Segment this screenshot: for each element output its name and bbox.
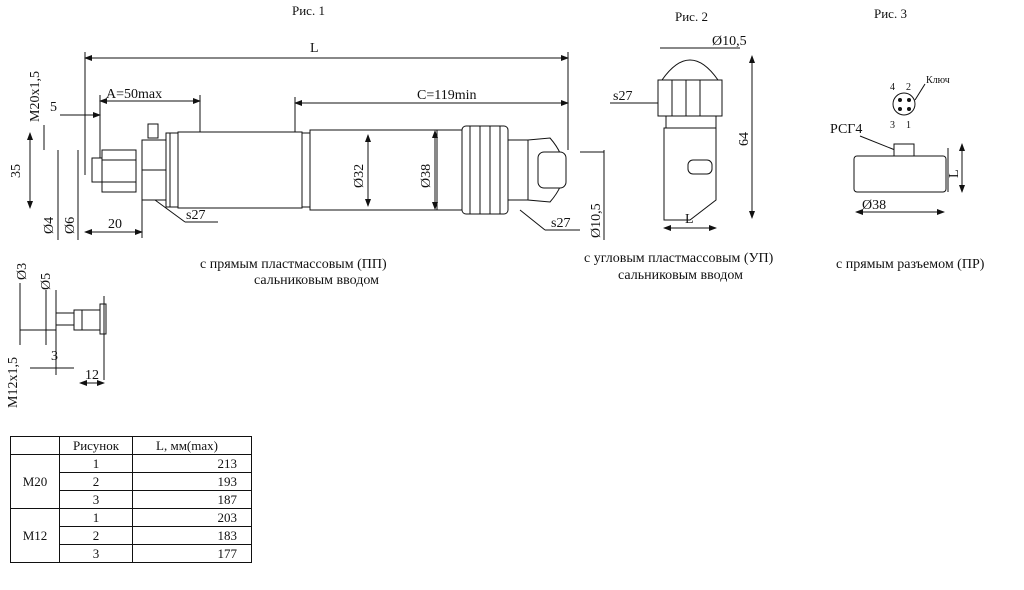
pin2-label: 2 (906, 82, 911, 93)
dim-A-label: A=50max (106, 87, 162, 102)
fig1-caption-1: с прямым пластмассовым (ПП) (200, 257, 387, 272)
dim-d38-label: Ø38 (419, 164, 434, 188)
dim-5-label: 5 (50, 100, 57, 115)
table-cell-length: 177 (132, 544, 252, 563)
m12-thread (73, 309, 101, 331)
cable-gland (461, 125, 509, 215)
table-cell-length: 187 (132, 490, 252, 509)
fig3-L-label: L (947, 169, 962, 178)
fig2-caption-1: с угловым пластмассовым (УП) (584, 251, 774, 266)
dim-d32-label: Ø32 (352, 164, 367, 188)
table-cell-figure: 1 (59, 508, 133, 527)
table-row: M20 1 213 (10, 454, 252, 509)
table-cell-figure: 2 (59, 526, 133, 545)
fig2-caption-2: сальниковым вводом (618, 268, 743, 283)
pin3-label: 3 (890, 120, 895, 131)
m12-12-label: 12 (85, 368, 99, 383)
body-d32 (177, 131, 303, 209)
m12-thread-label: M12x1,5 (6, 357, 21, 408)
table-group-m20: M20 (10, 454, 60, 509)
m12-d3-label: Ø3 (15, 263, 30, 280)
fig3-title: Рис. 3 (874, 6, 907, 21)
table-header-length: L, мм(max) (132, 436, 252, 455)
dim-s27-gland-label: s27 (551, 216, 570, 231)
body-d38 (309, 129, 463, 211)
table-cell-length: 183 (132, 526, 252, 545)
table-cell-length: 203 (132, 508, 252, 527)
dim-m20-label: M20x1,5 (28, 71, 43, 122)
fig2-title: Рис. 2 (675, 9, 708, 24)
dim-20-label: 20 (108, 217, 122, 232)
dim-d4-label: Ø4 (42, 217, 57, 234)
dim-L-label: L (310, 41, 319, 56)
fig3-d38-label: Ø38 (862, 198, 886, 213)
figure-2-drawing: Рис. 2 Ø10,5 s27 64 L с угловым пластмас… (584, 9, 774, 283)
m12-3-label: 3 (51, 349, 58, 364)
fig2-gland (657, 79, 723, 117)
fig1-caption-2: сальниковым вводом (254, 273, 379, 288)
table-cell-figure: 1 (59, 454, 133, 473)
table-header-blank (10, 436, 60, 455)
fig1-title: Рис. 1 (292, 3, 325, 18)
fig2-s27-label: s27 (613, 89, 632, 104)
fig2-64-label: 64 (737, 132, 752, 146)
fig2-housing (663, 127, 717, 221)
table-group-m12: M12 (10, 508, 60, 563)
figure-3-drawing: Рис. 3 4 2 3 1 Ключ РСГ4 L Ø38 с прямым … (830, 6, 985, 272)
m12-d5-label: Ø5 (39, 273, 54, 290)
figure-1-drawing: Рис. 1 L A=50max 5 C=119min M20x1,5 35 Ø… (9, 3, 605, 288)
length-spec-table: Рисунок L, мм(max) M20 1 213 2 193 3 187… (10, 436, 252, 563)
table-row: 3 187 (11, 490, 252, 509)
key-label: Ключ (926, 75, 950, 86)
dim-d6-label: Ø6 (63, 217, 78, 234)
table-cell-length: 193 (132, 472, 252, 491)
pin4-label: 4 (890, 82, 895, 93)
fig3-caption-1: с прямым разъемом (ПР) (836, 257, 985, 272)
fig2-d10-label: Ø10,5 (712, 34, 747, 49)
table-cell-figure: 2 (59, 472, 133, 491)
table-header-figure: Рисунок (59, 436, 133, 455)
fig3-housing (853, 155, 947, 193)
table-cell-length: 213 (132, 454, 252, 473)
m12-detail-drawing: Ø3 Ø5 M12x1,5 3 12 (6, 263, 107, 408)
table-row: 3 177 (11, 544, 252, 563)
dim-C-label: C=119min (417, 88, 477, 103)
rsg4-label: РСГ4 (830, 122, 862, 137)
table-cell-figure: 3 (59, 544, 133, 563)
table-cell-figure: 3 (59, 490, 133, 509)
fig2-L-label: L (685, 212, 694, 227)
table-row: M12 1 203 (10, 508, 252, 563)
dim-35-label: 35 (9, 164, 24, 178)
connector-face (892, 92, 916, 116)
table-header-row: Рисунок L, мм(max) (10, 436, 252, 455)
dim-d10-label: Ø10,5 (589, 203, 604, 238)
dim-s27-label: s27 (186, 208, 205, 223)
pin1-label: 1 (906, 120, 911, 131)
